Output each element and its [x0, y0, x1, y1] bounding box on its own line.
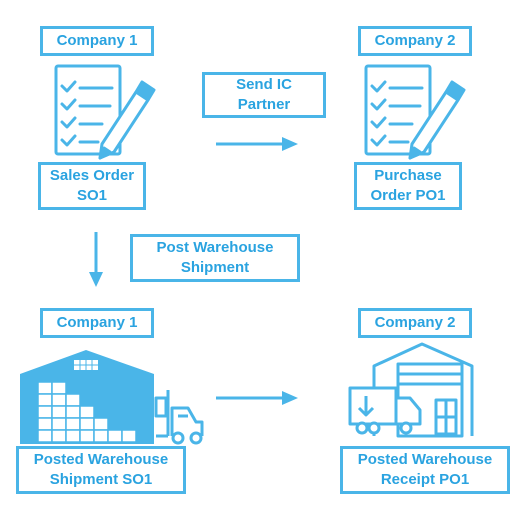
sales-order-line-2: SO1: [76, 187, 107, 204]
posted-shipment-line-2: Shipment SO1: [49, 471, 153, 488]
document-pen-icon: [364, 64, 466, 160]
post-action-line-2: Shipment: [180, 259, 250, 276]
company-1-bottom-text: Company 1: [56, 314, 138, 331]
sales-order-line-1: Sales Order: [49, 167, 135, 184]
post-action-line-1: Post Warehouse: [156, 239, 274, 256]
company-2-bottom-label: Company 2: [358, 308, 472, 338]
sales-order-box: Sales Order SO1: [38, 162, 146, 210]
document-pen-icon: [54, 64, 156, 160]
post-warehouse-shipment-label: Post Warehouse Shipment: [130, 234, 300, 282]
company-2-bottom-text: Company 2: [374, 314, 456, 331]
send-ic-line-1: Send IC: [236, 76, 292, 93]
arrow-down-icon: [89, 232, 103, 287]
company-1-top-text: Company 1: [56, 32, 138, 49]
posted-shipment-line-1: Posted Warehouse: [33, 451, 169, 468]
purchase-order-box: Purchase Order PO1: [354, 162, 462, 210]
company-1-top-label: Company 1: [40, 26, 154, 56]
posted-receipt-box: Posted Warehouse Receipt PO1: [340, 446, 510, 494]
posted-shipment-box: Posted Warehouse Shipment SO1: [16, 446, 186, 494]
warehouse-truck-icon: [348, 342, 474, 438]
posted-receipt-line-1: Posted Warehouse: [357, 451, 493, 468]
purchase-order-line-2: Order PO1: [370, 187, 446, 204]
company-2-top-text: Company 2: [374, 32, 456, 49]
warehouse-forklift-icon: [20, 350, 204, 445]
arrow-right-icon: [216, 137, 298, 151]
company-1-bottom-label: Company 1: [40, 308, 154, 338]
arrow-right-icon: [216, 391, 298, 405]
send-ic-line-2: Partner: [237, 96, 291, 113]
send-ic-partner-label: Send IC Partner: [202, 72, 326, 118]
posted-receipt-line-2: Receipt PO1: [380, 471, 470, 488]
company-2-top-label: Company 2: [358, 26, 472, 56]
purchase-order-line-1: Purchase: [374, 167, 442, 184]
